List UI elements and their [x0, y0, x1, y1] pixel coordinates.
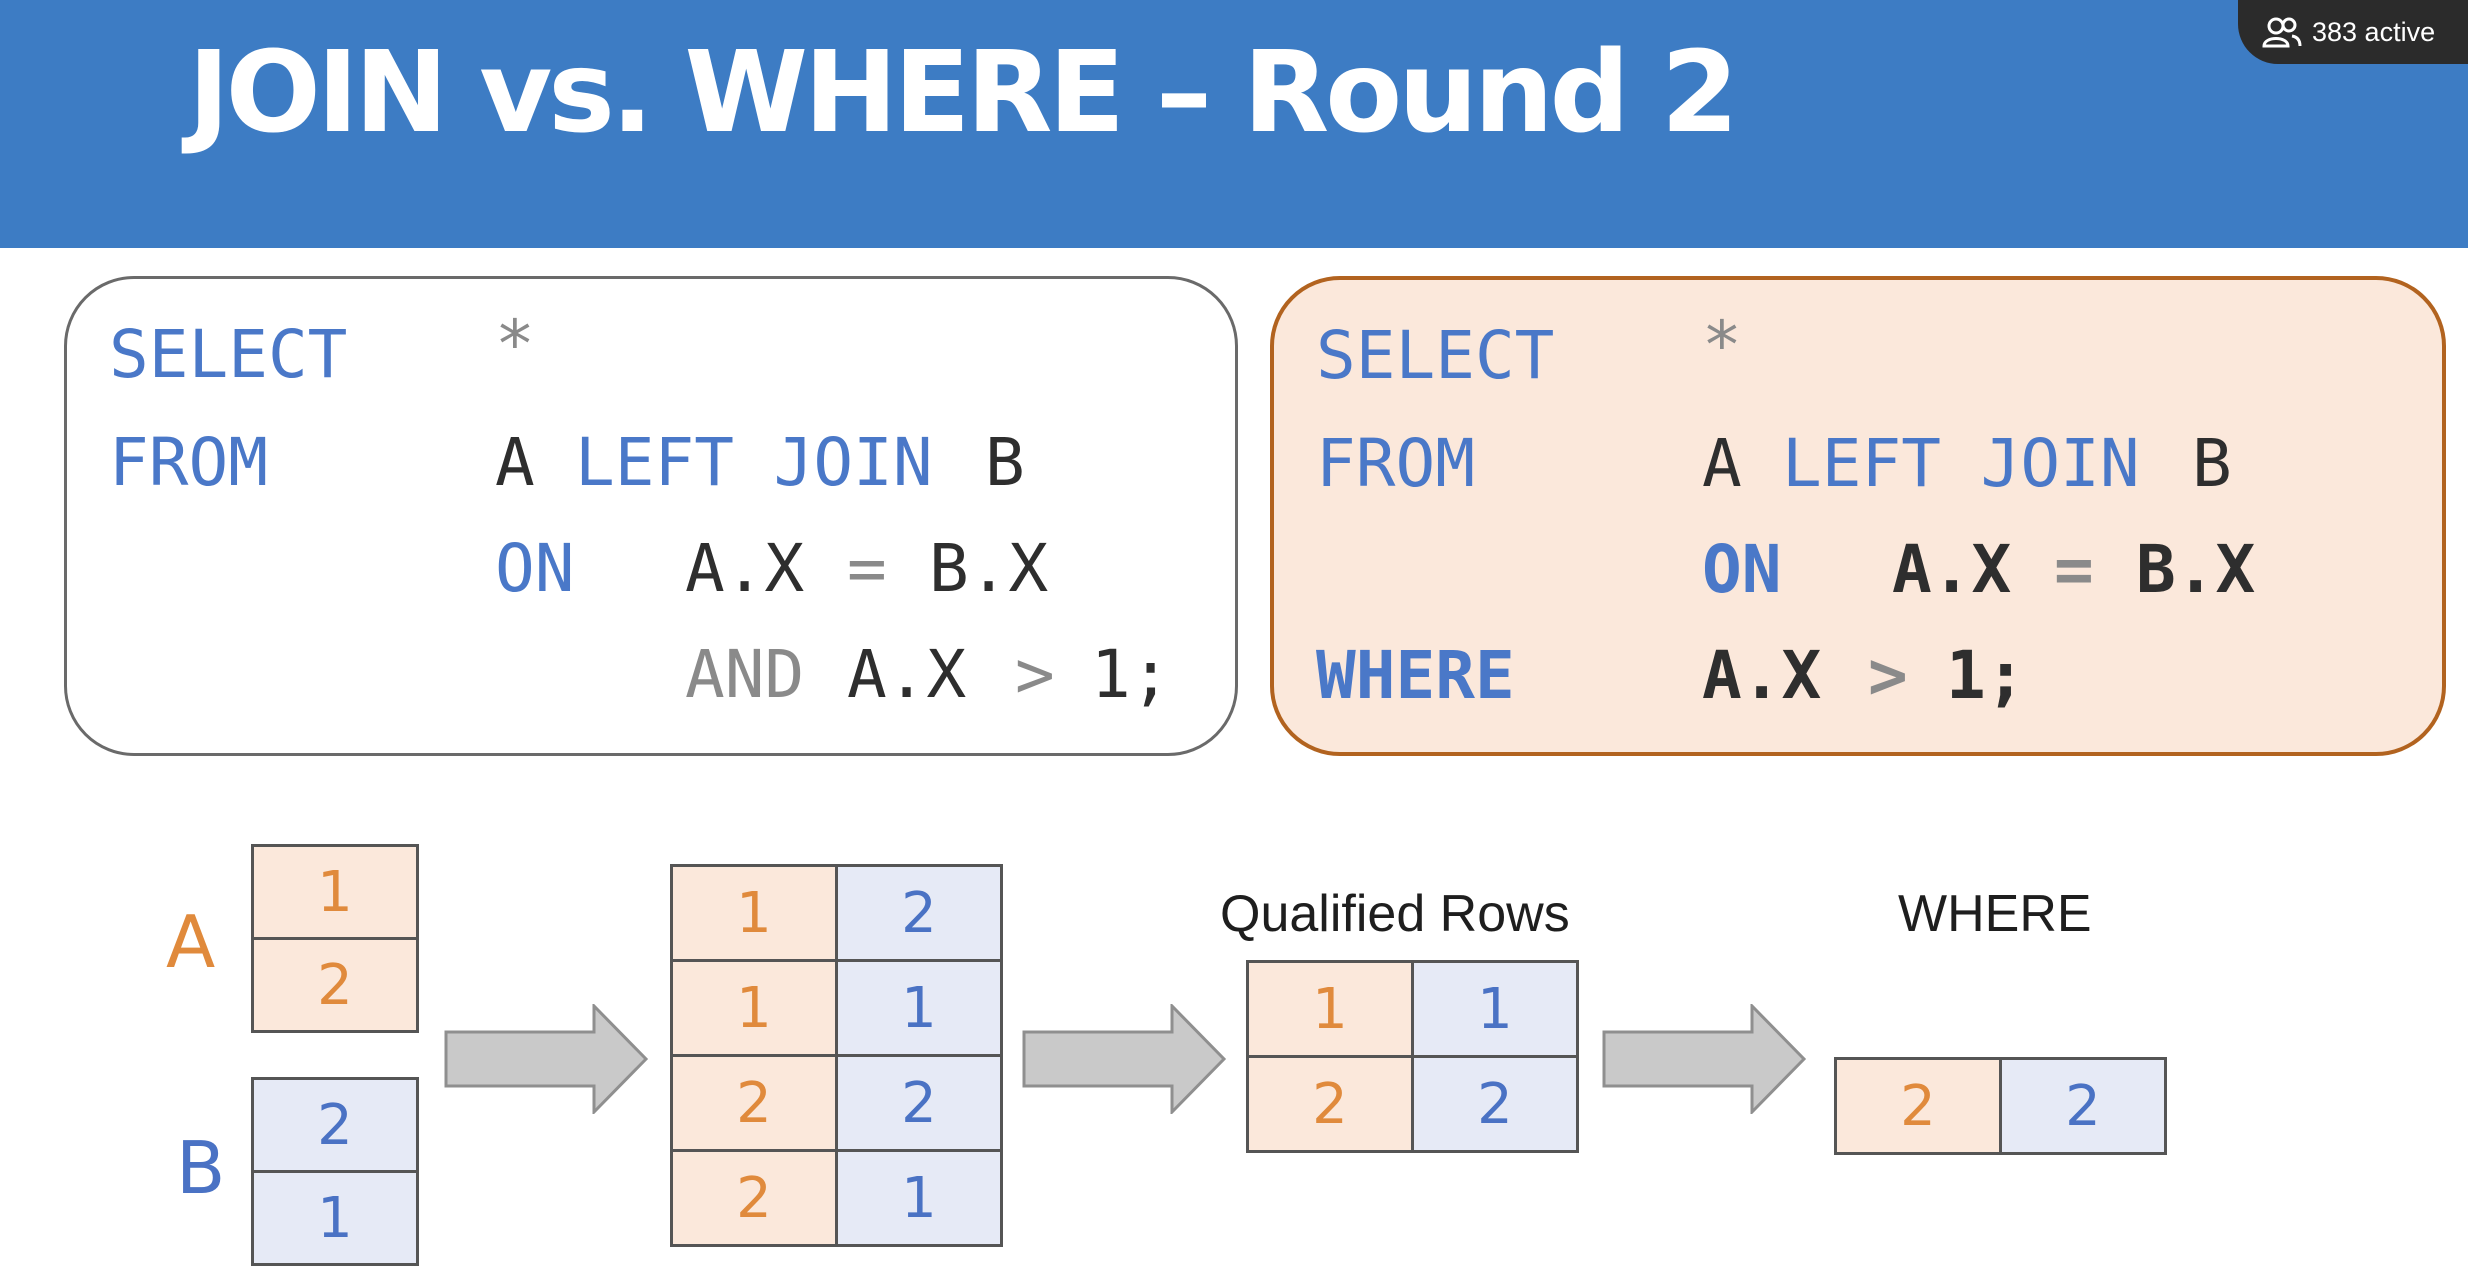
joined-cell-a: 2 — [670, 1054, 838, 1152]
joined-cell-b: 2 — [835, 1054, 1003, 1152]
on-keyword: ON — [495, 530, 575, 607]
query-box-where: SELECT * FROM A LEFT JOIN B ON A.X = B.X… — [1270, 276, 2446, 756]
table-a-cell: 2 — [251, 937, 419, 1033]
condition-operator: > — [1868, 637, 1908, 714]
table-a-name: A — [1702, 425, 1742, 502]
on-left-column: A.X — [685, 530, 805, 607]
from-keyword: FROM — [1316, 425, 1475, 502]
active-count: 383 active — [2312, 16, 2436, 47]
joined-cell-a: 2 — [670, 1149, 838, 1247]
table-b-cell: 2 — [251, 1077, 419, 1173]
condition-value: 1; — [1946, 637, 2026, 714]
left-join-keyword: LEFT JOIN — [1782, 425, 2140, 502]
table-b-name: B — [985, 424, 1025, 501]
where-caption: WHERE — [1898, 885, 2092, 943]
select-keyword: SELECT — [109, 316, 348, 393]
on-equals: = — [847, 530, 887, 607]
condition-operator: > — [1015, 636, 1055, 713]
select-keyword: SELECT — [1316, 317, 1555, 394]
flow-arrow-icon — [1602, 1004, 1807, 1114]
joined-cell-a: 1 — [670, 959, 838, 1057]
slide-header: JOIN vs. WHERE – Round 2 — [0, 0, 2468, 248]
joined-cell-b: 2 — [835, 864, 1003, 962]
qualified-cell-b: 1 — [1411, 960, 1579, 1058]
query-box-and: SELECT * FROM A LEFT JOIN B ON A.X = B.X… — [64, 276, 1238, 756]
joined-cell-b: 1 — [835, 959, 1003, 1057]
people-icon — [2262, 17, 2302, 48]
flow-arrow-icon — [444, 1004, 649, 1114]
where-keyword: WHERE — [1316, 637, 1515, 714]
on-right-column: B.X — [2136, 531, 2256, 608]
flow-arrow-icon — [1022, 1004, 1227, 1114]
qualified-cell-a: 2 — [1246, 1055, 1414, 1153]
table-a-name: A — [495, 424, 535, 501]
joined-cell-a: 1 — [670, 864, 838, 962]
qualified-cell-b: 2 — [1411, 1055, 1579, 1153]
active-viewers-badge[interactable]: 383 active — [2238, 0, 2468, 64]
qualified-rows-caption: Qualified Rows — [1220, 885, 1570, 943]
table-a-label: A — [166, 900, 216, 984]
condition-value: 1; — [1091, 636, 1171, 713]
on-right-column: B.X — [929, 530, 1049, 607]
table-b-name: B — [2192, 425, 2232, 502]
where-result-cell-b: 2 — [1999, 1057, 2167, 1155]
and-keyword: AND — [685, 636, 805, 713]
condition-column: A.X — [847, 636, 967, 713]
table-b-label: B — [176, 1126, 226, 1210]
from-keyword: FROM — [109, 424, 268, 501]
on-left-column: A.X — [1892, 531, 2012, 608]
on-equals: = — [2054, 531, 2094, 608]
on-keyword: ON — [1702, 531, 1782, 608]
left-join-keyword: LEFT JOIN — [575, 424, 933, 501]
slide-title: JOIN vs. WHERE – Round 2 — [188, 28, 1739, 158]
qualified-cell-a: 1 — [1246, 960, 1414, 1058]
condition-column: A.X — [1702, 637, 1822, 714]
where-result-cell-a: 2 — [1834, 1057, 2002, 1155]
star: * — [1702, 307, 1742, 384]
joined-cell-b: 1 — [835, 1149, 1003, 1247]
star: * — [495, 306, 535, 383]
table-b-cell: 1 — [251, 1170, 419, 1266]
table-a-cell: 1 — [251, 844, 419, 940]
